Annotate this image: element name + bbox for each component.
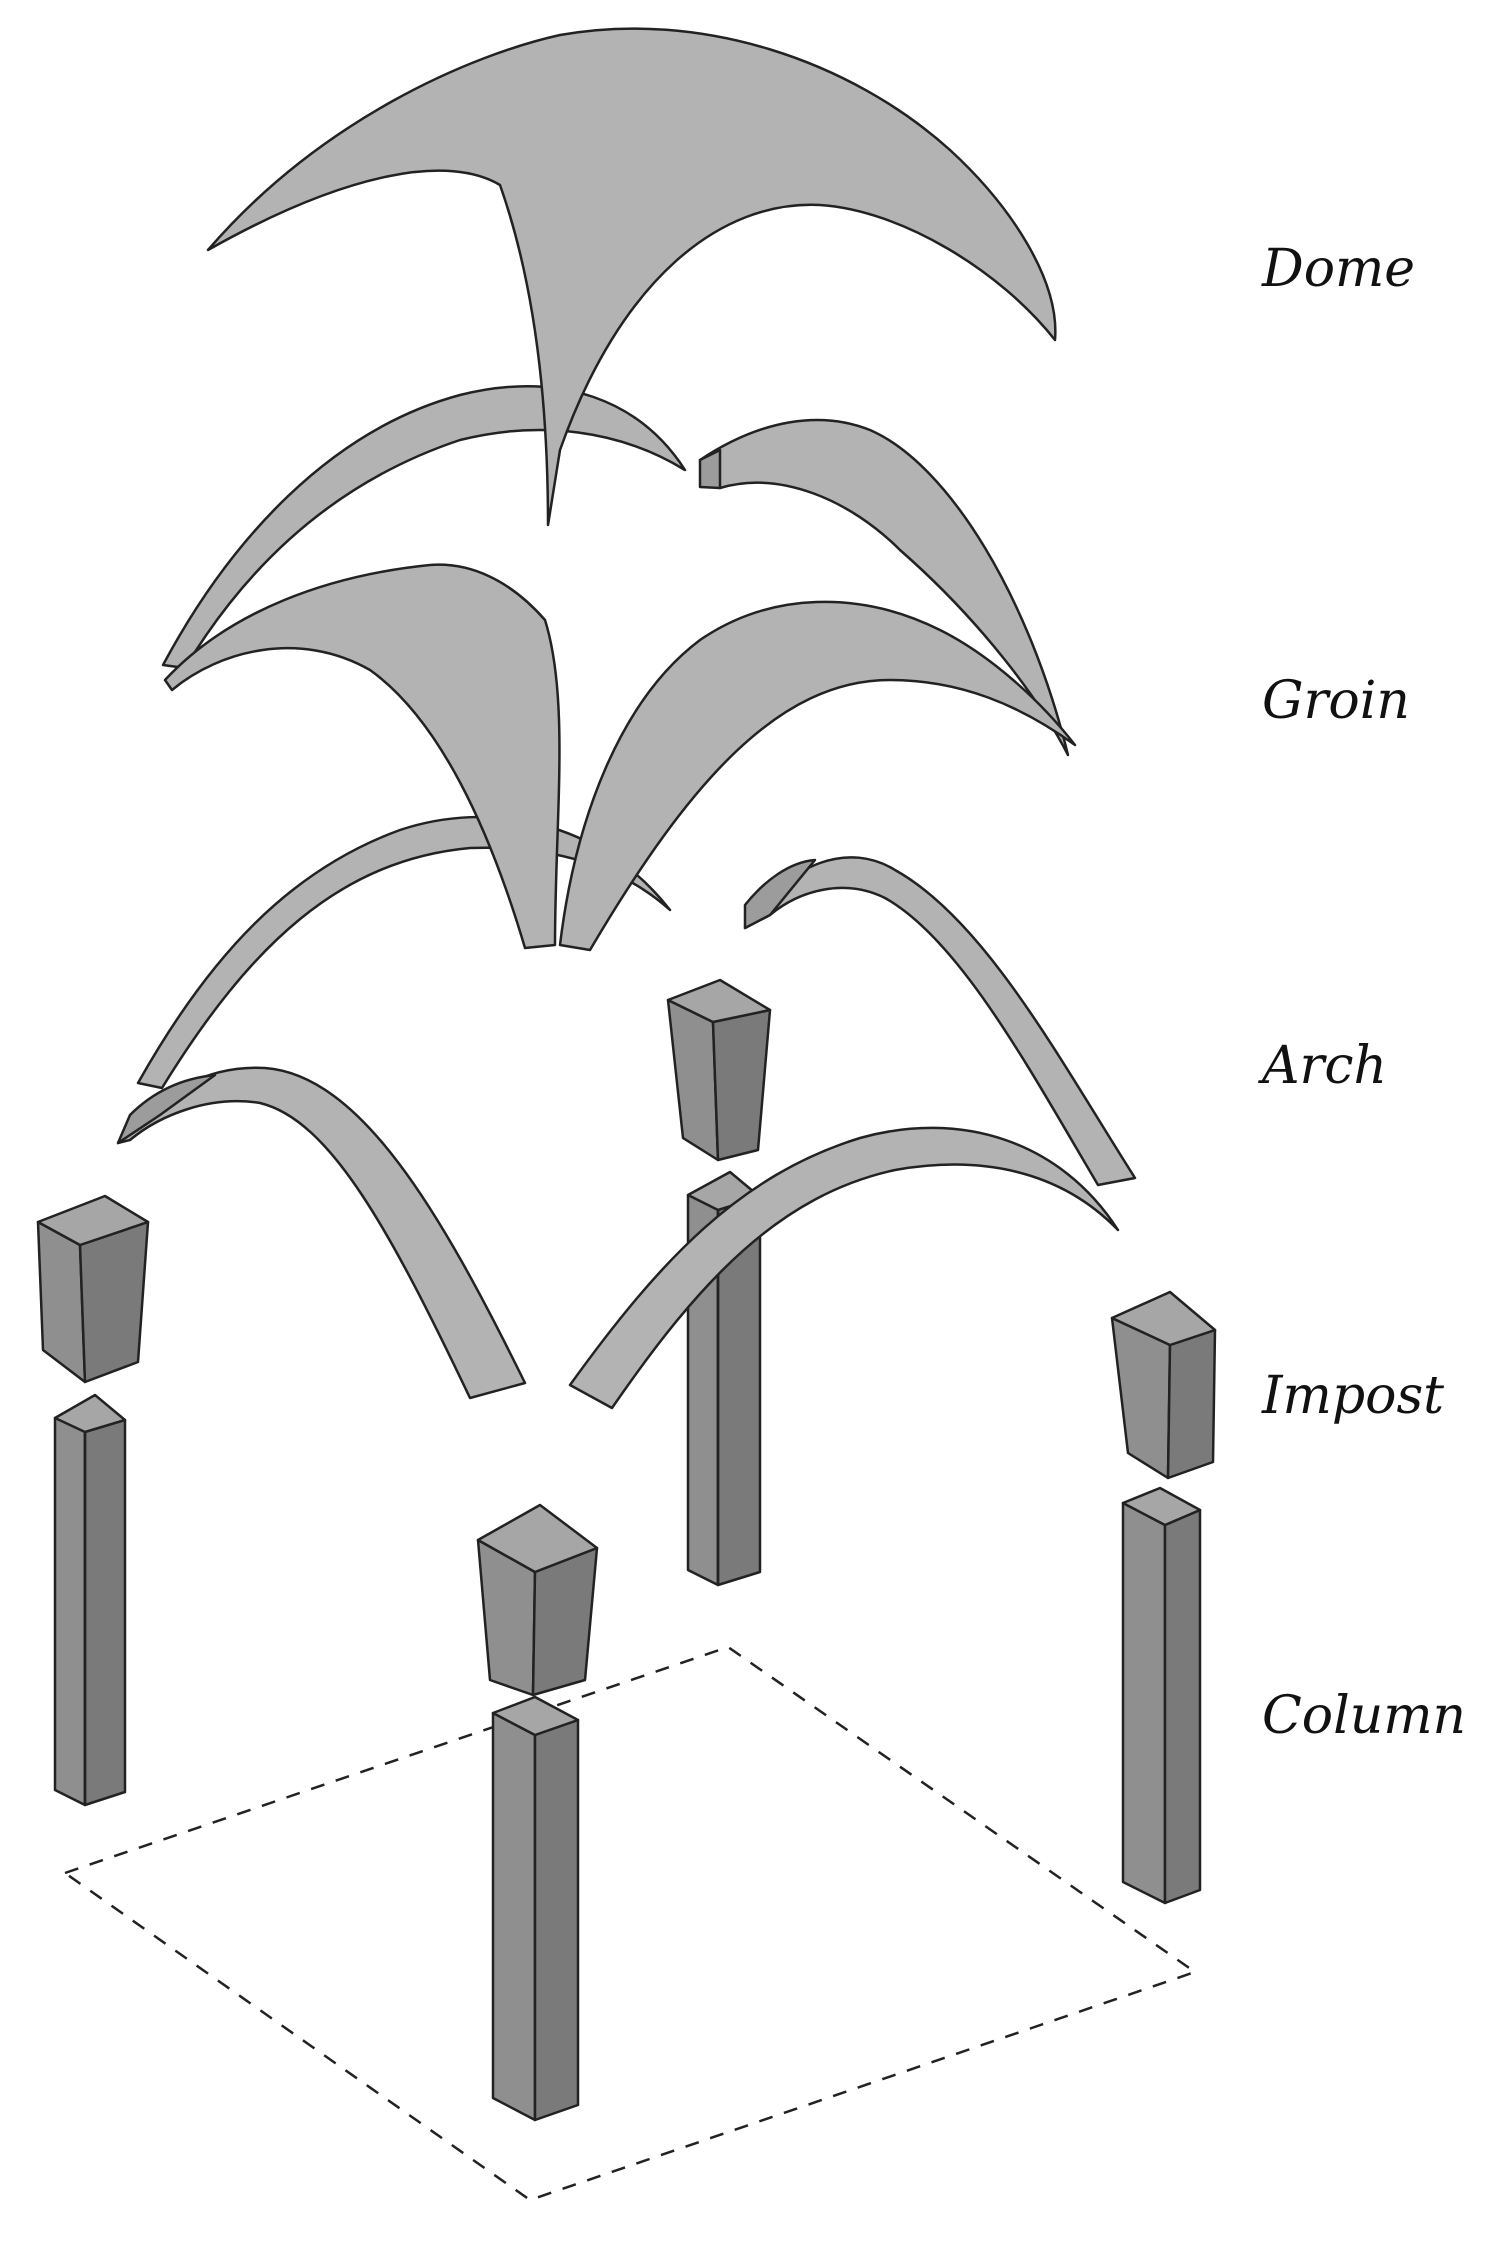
label-groin: Groin <box>1262 671 1410 731</box>
label-impost: Impost <box>1262 1366 1445 1426</box>
column-right <box>1121 1486 1202 1905</box>
arch-back-left <box>136 815 672 1090</box>
label-column: Column <box>1262 1686 1467 1746</box>
groin-front-right <box>558 600 1077 952</box>
impost-back <box>666 978 772 1162</box>
groin-back-right <box>698 418 1070 757</box>
arch-front-right <box>568 1126 1120 1410</box>
label-dome: Dome <box>1262 239 1416 299</box>
impost-left <box>36 1194 150 1384</box>
arch-front-left <box>116 1066 527 1400</box>
column-front <box>491 1695 580 2122</box>
dome <box>206 27 1057 527</box>
groin-front-left <box>163 563 561 950</box>
label-arch: Arch <box>1262 1036 1388 1096</box>
arch-back-right <box>743 856 1137 1187</box>
floor-footprint-outline <box>62 1645 1198 2202</box>
column-left <box>53 1393 127 1807</box>
impost-front <box>476 1503 599 1697</box>
impost-right <box>1110 1290 1217 1480</box>
groin-back-left <box>161 385 687 670</box>
